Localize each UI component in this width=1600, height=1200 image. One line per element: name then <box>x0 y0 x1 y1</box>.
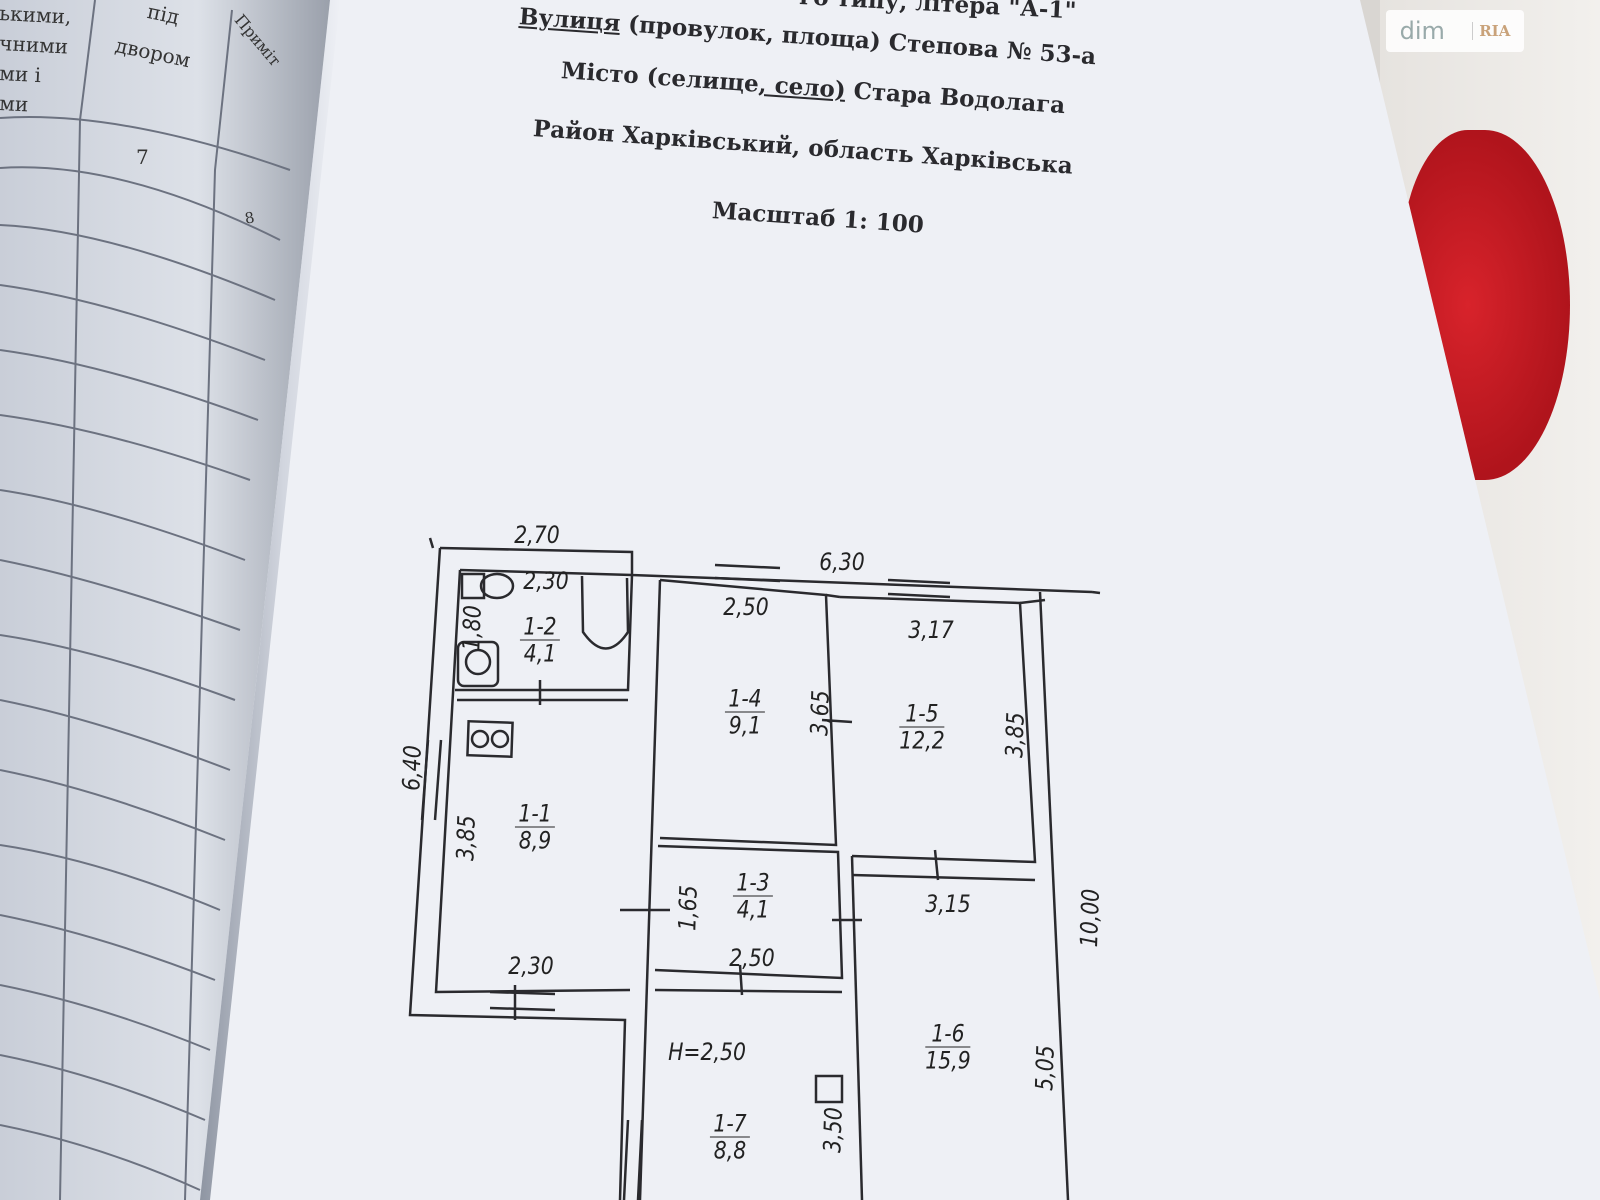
room-id: 1-7 <box>709 1111 751 1138</box>
room-id: 1-4 <box>724 686 766 713</box>
column-number: 7 <box>136 145 149 169</box>
table-grid <box>0 0 291 1200</box>
dimension-label: 2,70 <box>514 521 560 549</box>
dimension-label: 3,85 <box>451 814 481 862</box>
room-area: 8,9 <box>518 826 552 855</box>
dimension-label: 5,05 <box>1030 1044 1060 1092</box>
room-area: 8,8 <box>713 1136 747 1165</box>
dimension-label: 2,50 <box>723 593 769 621</box>
room-id: 1-5 <box>899 701 945 728</box>
dimension-label: 3,50 <box>818 1106 848 1154</box>
dimension-label: 3,65 <box>805 689 835 737</box>
room-area: 4,1 <box>736 895 770 924</box>
dimension-label: 3,85 <box>1000 711 1030 759</box>
dimension-label: 2,50 <box>729 944 775 972</box>
watermark-ria: RIA <box>1472 22 1510 40</box>
room-id: 1-6 <box>925 1021 971 1048</box>
room-area: 4,1 <box>523 639 557 668</box>
room-area: 15,9 <box>925 1046 971 1075</box>
watermark-logo: dim RIA <box>1386 10 1524 52</box>
dimension-label: 6,40 <box>397 744 427 792</box>
room-id: 1-2 <box>519 614 561 641</box>
watermark-dim: dim <box>1399 17 1445 45</box>
room-id: 1-1 <box>514 801 556 828</box>
dimension-label: 1,80 <box>457 604 487 652</box>
dimension-label: 2,30 <box>508 952 554 980</box>
dimension-label: 10,00 <box>1074 888 1106 948</box>
dimension-label: 3,15 <box>925 890 971 918</box>
dimension-label: 3,17 <box>908 616 954 644</box>
ceiling-height-label: Н=2,50 <box>668 1038 746 1066</box>
dimension-label: 1,65 <box>673 884 703 932</box>
dimension-label: 2,30 <box>523 567 569 595</box>
room-id: 1-3 <box>732 870 774 897</box>
room-area: 9,1 <box>728 711 762 740</box>
room-area: 12,2 <box>899 726 945 755</box>
dimension-label: 6,30 <box>819 548 865 576</box>
